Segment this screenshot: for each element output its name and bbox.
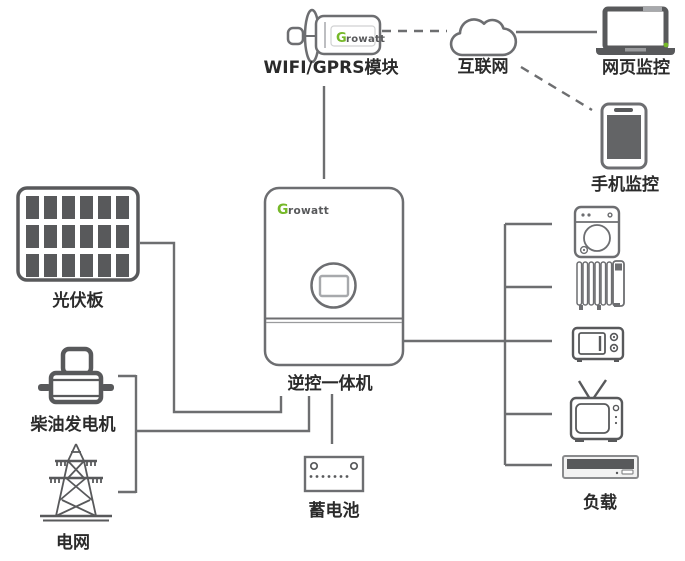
diesel-generator-icon bbox=[38, 346, 114, 405]
inverter-brand-g: G bbox=[277, 202, 289, 218]
tv-icon bbox=[569, 379, 624, 442]
inverter-brand-rest: rowatt bbox=[288, 205, 329, 217]
grid-label: 电网 bbox=[56, 532, 90, 553]
internet-label: 互联网 bbox=[458, 57, 509, 77]
grid-tower-icon bbox=[40, 443, 112, 522]
internet-cloud-icon bbox=[449, 18, 518, 57]
load-label: 负载 bbox=[583, 492, 617, 513]
radiator-icon bbox=[576, 260, 625, 310]
inverter-icon: G rowatt bbox=[263, 186, 405, 367]
laptop-power-led bbox=[663, 42, 669, 48]
web-monitor-label: 网页监控 bbox=[602, 57, 670, 78]
phone-monitor-label: 手机监控 bbox=[591, 174, 659, 195]
microwave-icon bbox=[571, 326, 625, 362]
washing-machine-icon bbox=[573, 205, 621, 259]
battery-label: 蓄电池 bbox=[309, 500, 360, 521]
phone-monitor-icon bbox=[600, 102, 648, 170]
edge-gen-grid-inverter bbox=[136, 396, 311, 433]
pv-panel-label: 光伏板 bbox=[52, 290, 105, 311]
web-monitor-icon bbox=[596, 6, 675, 55]
battery-icon bbox=[303, 455, 365, 493]
wifi-gprs-module-icon: G rowatt bbox=[286, 8, 385, 64]
diesel-generator-label: 柴油发电机 bbox=[30, 414, 116, 435]
edge-pv-inverter bbox=[140, 241, 283, 414]
module-brand-rest: rowatt bbox=[346, 34, 385, 45]
dvd-player-icon bbox=[562, 455, 639, 479]
wifi-module-label: WIFI/GPRS模块 bbox=[264, 57, 400, 78]
inverter-label: 逆控一体机 bbox=[288, 373, 373, 394]
pv-panel-icon bbox=[16, 186, 140, 282]
edge-internet-phone bbox=[520, 65, 593, 112]
module-brand-g: G bbox=[336, 31, 347, 46]
connections bbox=[118, 29, 597, 494]
